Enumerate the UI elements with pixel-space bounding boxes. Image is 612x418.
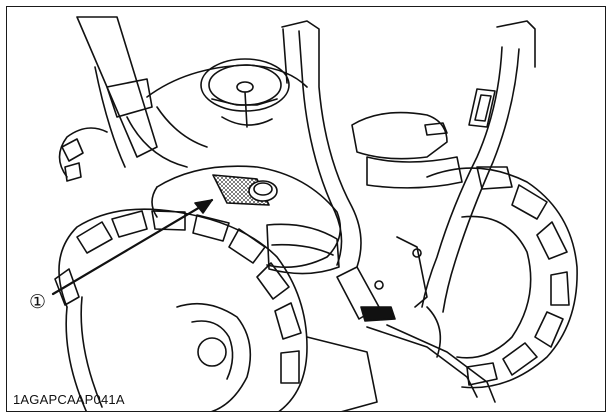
operator-seat <box>351 111 463 189</box>
fuel-cap <box>248 180 278 202</box>
left-rear-tire <box>54 208 308 411</box>
right-rear-tire <box>426 166 578 389</box>
front-tire <box>58 127 108 182</box>
rear-fender <box>151 165 342 275</box>
tractor-illustration <box>51 16 578 411</box>
rops-frame <box>281 20 536 313</box>
figure-code: 1AGAPCAAP041A <box>13 392 125 407</box>
callout-number: ① <box>29 291 47 313</box>
steering-wheel <box>200 58 290 128</box>
illustration-frame: ① 1AGAPCAAP041A <box>6 6 606 412</box>
loader-arm-left <box>76 16 158 168</box>
three-point-hitch <box>306 236 496 411</box>
callout-leader <box>51 198 214 296</box>
